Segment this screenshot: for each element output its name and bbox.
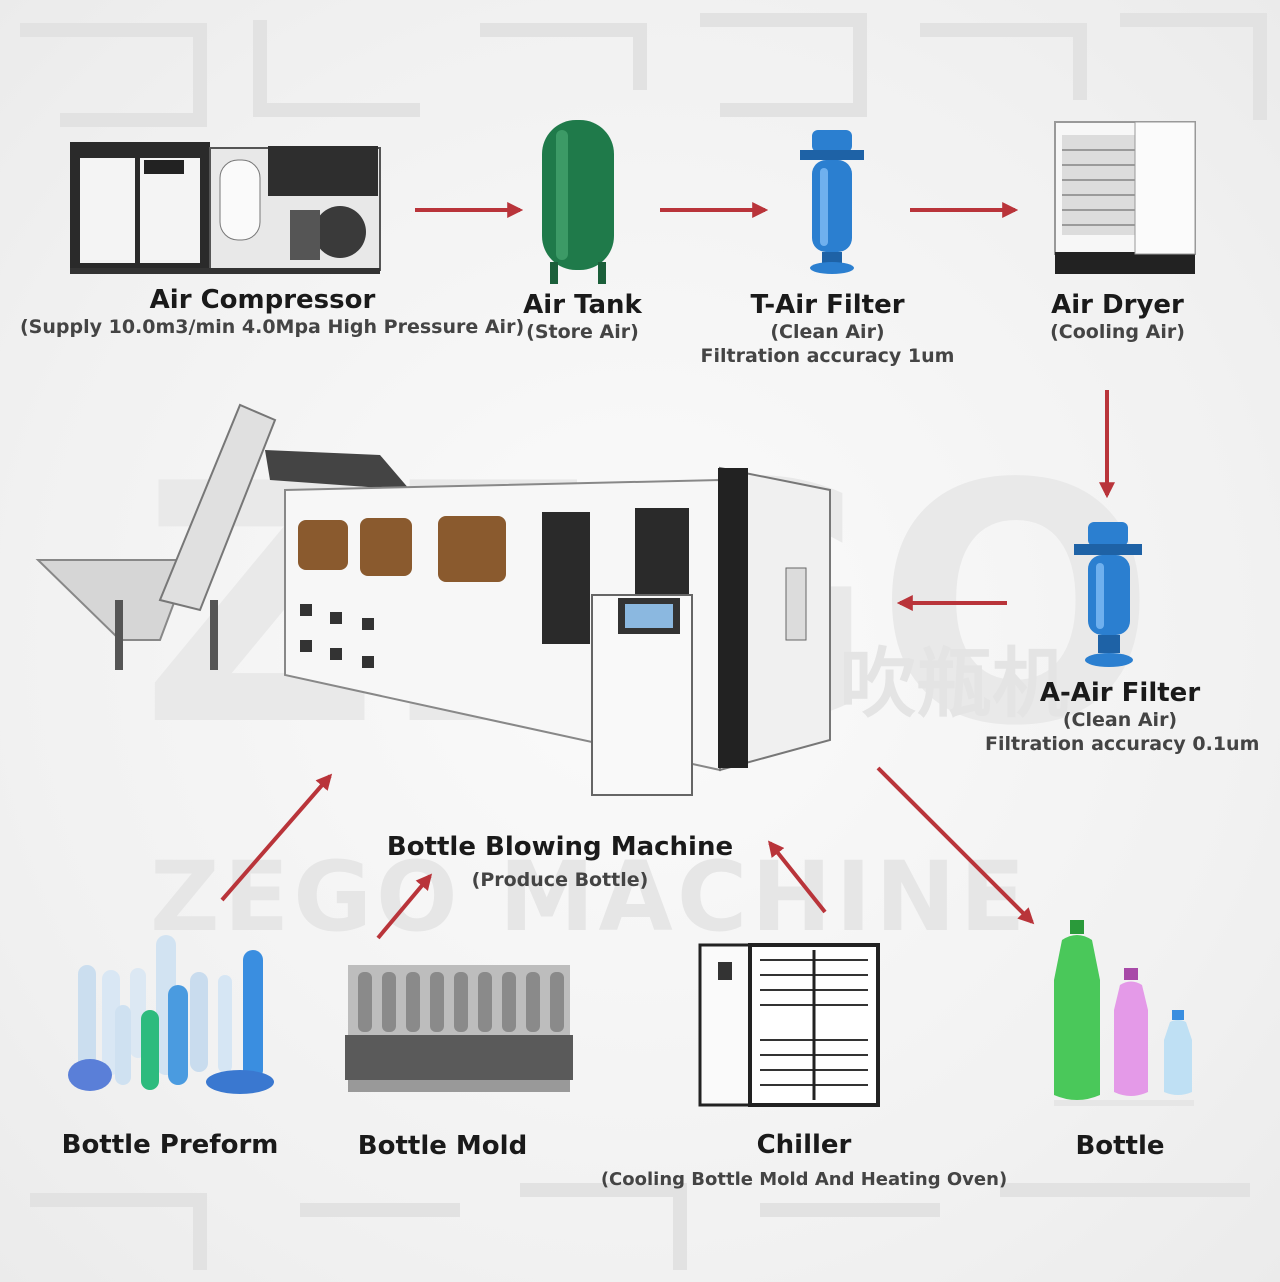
t-air-filter-image — [800, 130, 864, 274]
arrow-machine-to-bottle — [876, 766, 1035, 925]
chiller-label: Chiller (Cooling Bottle Mold And Heating… — [598, 1130, 1010, 1192]
t-air-filter-subtitle: (Clean Air) — [770, 321, 885, 343]
bottle-label: Bottle — [1065, 1131, 1175, 1161]
a-air-filter-image — [1074, 522, 1142, 667]
air-dryer-label: Air Dryer (Cooling Air) — [1030, 290, 1205, 344]
a-air-filter-subtitle: (Clean Air) — [1062, 709, 1178, 731]
air-tank-image — [542, 120, 614, 284]
chiller-image — [698, 943, 880, 1107]
bottle-mold-label: Bottle Mold — [355, 1131, 530, 1161]
bottle-title: Bottle — [1075, 1131, 1165, 1161]
bottle-image — [1054, 920, 1194, 1106]
air-compressor-label: Air Compressor (Supply 10.0m3/min 4.0Mpa… — [20, 285, 525, 339]
a-air-filter-label: A-Air Filter (Clean Air) Filtration accu… — [985, 678, 1260, 756]
air-dryer-subtitle: (Cooling Air) — [1050, 321, 1185, 343]
air-compressor-title: Air Compressor — [149, 285, 376, 315]
t-air-filter-title: T-Air Filter — [750, 290, 905, 320]
air-tank-label: Air Tank (Store Air) — [510, 290, 655, 344]
air-compressor-image — [70, 142, 381, 274]
chiller-title: Chiller — [756, 1130, 852, 1160]
air-dryer-title: Air Dryer — [1051, 290, 1184, 320]
bottle-blowing-machine-label: Bottle Blowing Machine (Produce Bottle) — [385, 832, 735, 892]
t-air-filter-label: T-Air Filter (Clean Air) Filtration accu… — [685, 290, 970, 368]
bottle-blowing-machine-subtitle: (Produce Bottle) — [471, 869, 649, 891]
a-air-filter-accuracy: Filtration accuracy 0.1um — [985, 733, 1260, 755]
svg-text:ZEGO MACHINE: ZEGO MACHINE — [150, 841, 1029, 953]
air-compressor-subtitle: (Supply 10.0m3/min 4.0Mpa High Pressure … — [20, 316, 525, 338]
bottle-preform-image — [68, 935, 274, 1094]
arrow-mold-to-machine — [376, 873, 433, 940]
bottle-mold-title: Bottle Mold — [357, 1131, 528, 1161]
bottle-mold-image — [345, 965, 573, 1092]
arrow-preform-to-machine — [220, 773, 333, 902]
t-air-filter-accuracy: Filtration accuracy 1um — [700, 345, 955, 367]
chiller-subtitle: (Cooling Bottle Mold And Heating Oven) — [600, 1169, 1008, 1190]
bottle-preform-title: Bottle Preform — [61, 1130, 279, 1160]
a-air-filter-title: A-Air Filter — [1039, 678, 1201, 708]
bottle-preform-label: Bottle Preform — [60, 1130, 280, 1160]
flow-arrows — [220, 202, 1115, 940]
svg-text:吹瓶机: 吹瓶机 — [840, 639, 1068, 728]
air-tank-subtitle: (Store Air) — [526, 321, 639, 343]
arrow-chiller-to-machine — [768, 840, 827, 914]
bottle-blowing-machine-image — [35, 403, 831, 796]
bottle-blowing-machine-title: Bottle Blowing Machine — [386, 832, 734, 862]
air-tank-title: Air Tank — [523, 290, 642, 320]
air-dryer-image — [1054, 121, 1196, 274]
